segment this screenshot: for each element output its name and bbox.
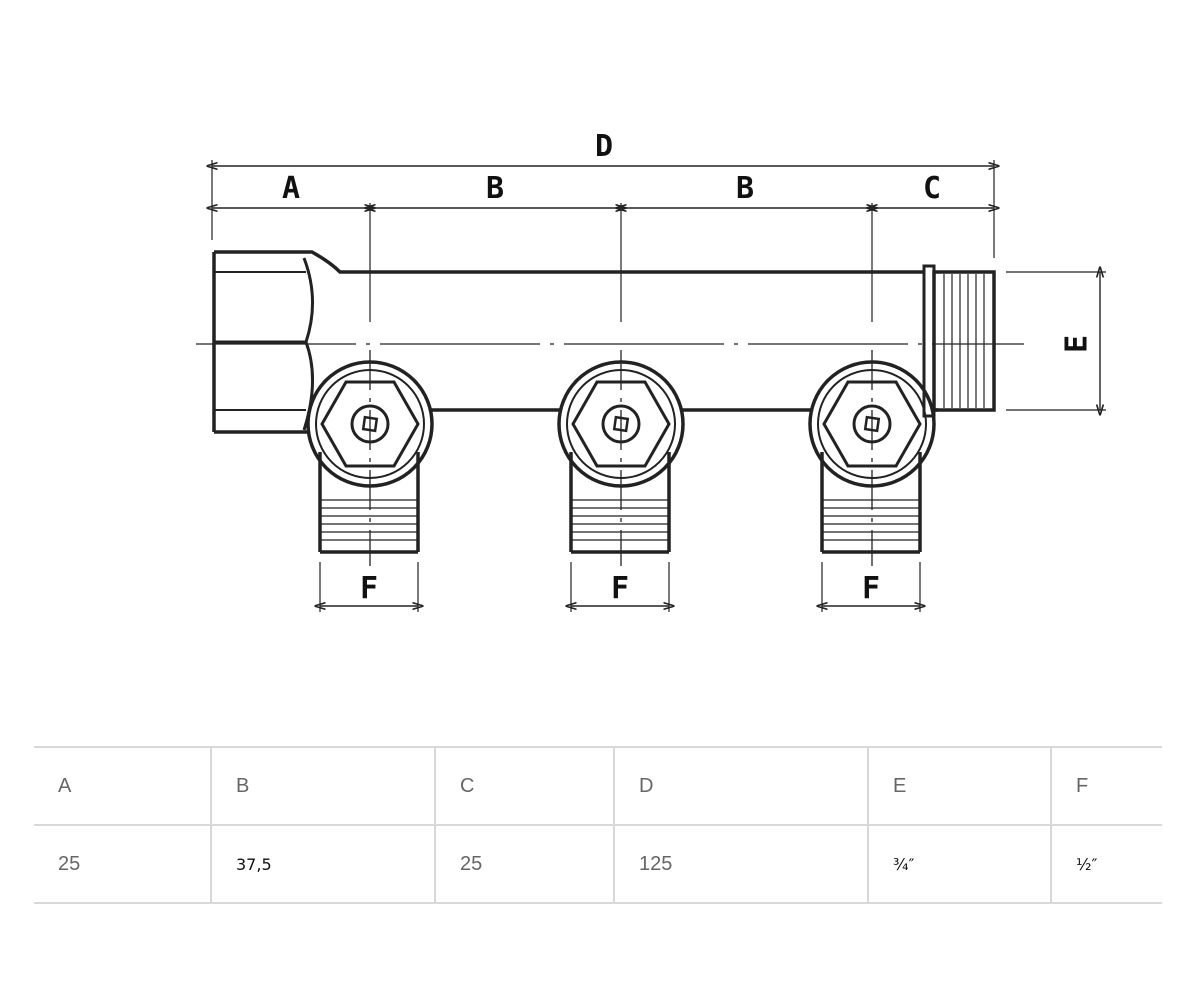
header-cell-c: C <box>434 746 615 826</box>
dimension-table: A B C D E F 25 37,5 25 125 ¾″ ½″ <box>34 746 1162 904</box>
outlet-valve-1 <box>306 350 434 612</box>
manifold-diagram-svg: D A B B C E F F F <box>196 129 1106 612</box>
header-cell-f: F <box>1050 746 1162 826</box>
header-cell-b: B <box>210 746 436 826</box>
value-cell-a: 25 <box>34 824 212 904</box>
label-d: D <box>595 129 613 164</box>
label-b-2: B <box>736 171 754 206</box>
outlet-valve-2 <box>557 350 685 612</box>
left-nut-top <box>214 250 346 274</box>
value-cell-f: ½″ <box>1050 824 1162 904</box>
label-b-1: B <box>486 171 504 206</box>
label-c: C <box>923 171 941 206</box>
table-value-row: 25 37,5 25 125 ¾″ ½″ <box>34 824 1162 904</box>
value-cell-e: ¾″ <box>867 824 1052 904</box>
outlet-valve-3 <box>808 350 936 612</box>
header-cell-d: D <box>613 746 869 826</box>
table-header-row: A B C D E F <box>34 746 1162 826</box>
header-cell-e: E <box>867 746 1052 826</box>
label-f-1: F <box>360 571 378 606</box>
value-cell-d: 125 <box>613 824 869 904</box>
value-cell-b: 37,5 <box>210 824 436 904</box>
value-cell-c: 25 <box>434 824 615 904</box>
manifold-drawing: D A B B C E F F F <box>196 129 1106 612</box>
label-f-2: F <box>611 571 629 606</box>
header-cell-a: A <box>34 746 212 826</box>
label-a: A <box>282 171 300 206</box>
label-f-3: F <box>862 571 880 606</box>
right-thread <box>932 270 996 412</box>
label-e: E <box>1060 335 1095 353</box>
right-thread-lines <box>943 274 985 408</box>
